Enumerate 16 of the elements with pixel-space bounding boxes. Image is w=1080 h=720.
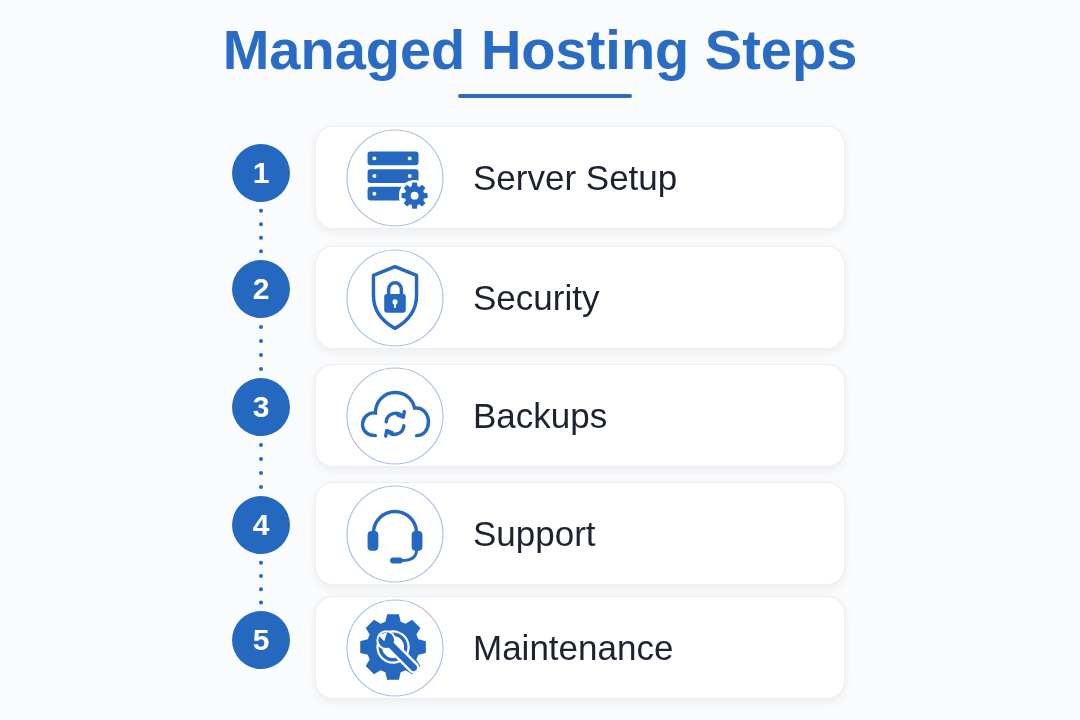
step-number-badge: 4 bbox=[232, 496, 290, 554]
step-card bbox=[315, 482, 845, 585]
step-number-badge: 1 bbox=[232, 144, 290, 202]
step-label: Security bbox=[473, 276, 600, 319]
step-number-badge: 3 bbox=[232, 378, 290, 436]
step-card bbox=[315, 596, 845, 699]
step-label: Support bbox=[473, 512, 596, 555]
step-label: Server Setup bbox=[473, 156, 678, 199]
step-card bbox=[315, 364, 845, 467]
step-number-badge: 5 bbox=[232, 611, 290, 669]
title: Managed Hosting Steps bbox=[222, 17, 858, 83]
step-card bbox=[315, 246, 845, 349]
step-card bbox=[315, 126, 845, 229]
step-label: Maintenance bbox=[473, 626, 674, 669]
step-label: Backups bbox=[473, 394, 608, 437]
step-number-badge: 2 bbox=[232, 260, 290, 318]
